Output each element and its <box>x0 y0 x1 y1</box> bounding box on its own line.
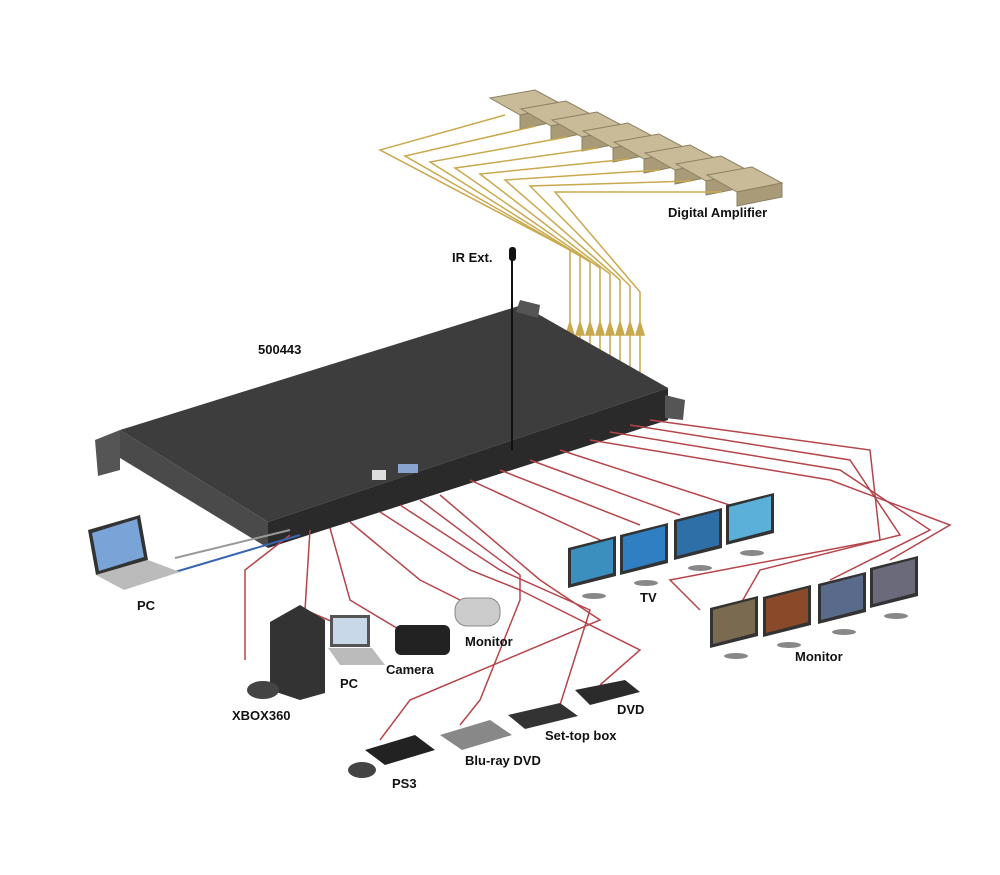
hdmi-cable <box>399 504 591 706</box>
hdmi-cable <box>609 431 932 581</box>
hdmi-cable <box>649 419 881 611</box>
hdmi-cable <box>349 521 471 606</box>
ir-extender <box>509 247 516 450</box>
pc-input <box>328 615 385 665</box>
security-camera <box>454 597 501 627</box>
tv-screen <box>620 523 668 586</box>
set-top-box <box>508 703 578 729</box>
hdmi-cable <box>499 469 641 526</box>
digital-amplifier <box>488 89 784 207</box>
displays <box>568 493 918 659</box>
camera <box>395 625 450 655</box>
hdmi-cable <box>379 511 642 686</box>
label-tv: TV <box>640 590 657 605</box>
xbox360 <box>247 605 325 700</box>
network-cables <box>174 529 301 573</box>
tv-screen <box>674 508 722 571</box>
label-set-top-box: Set-top box <box>545 728 617 743</box>
label-bluray-dvd: Blu-ray DVD <box>465 753 541 768</box>
label-dvd: DVD <box>617 702 644 717</box>
tv-screen <box>726 493 774 556</box>
hdmi-cable <box>629 424 902 606</box>
label-xbox360: XBOX360 <box>232 708 291 723</box>
label-camera: Camera <box>386 662 434 677</box>
label-monitor-output: Monitor <box>795 649 843 664</box>
bluray-player <box>440 720 512 750</box>
hdmi-cable <box>559 449 746 511</box>
label-pc-input: PC <box>340 676 359 691</box>
dvd-player <box>575 680 640 705</box>
ps3 <box>348 735 435 778</box>
label-ps3: PS3 <box>392 776 417 791</box>
label-ir-ext: IR Ext. <box>452 250 492 265</box>
hdmi-cable <box>244 534 291 660</box>
label-pc-laptop: PC <box>137 598 156 613</box>
laptop-pc <box>88 515 180 590</box>
hdmi-cable <box>469 479 602 551</box>
audio-cables <box>377 114 722 425</box>
monitor-screen <box>763 585 811 648</box>
label-digital-amplifier: Digital Amplifier <box>668 205 767 220</box>
amplifier-unit <box>705 166 784 207</box>
matrix-switcher <box>95 300 685 548</box>
hdmi-cable <box>419 499 521 726</box>
monitor-screen <box>710 596 758 659</box>
tv-screen <box>568 536 616 599</box>
hdmi-cable <box>529 459 681 516</box>
label-monitor-camera: Monitor <box>465 634 513 649</box>
monitor-screen <box>818 572 866 635</box>
label-model: 500443 <box>258 342 301 357</box>
monitor-screen <box>870 556 918 619</box>
hdmi-cable <box>329 527 401 631</box>
hdmi-cable <box>379 494 602 741</box>
